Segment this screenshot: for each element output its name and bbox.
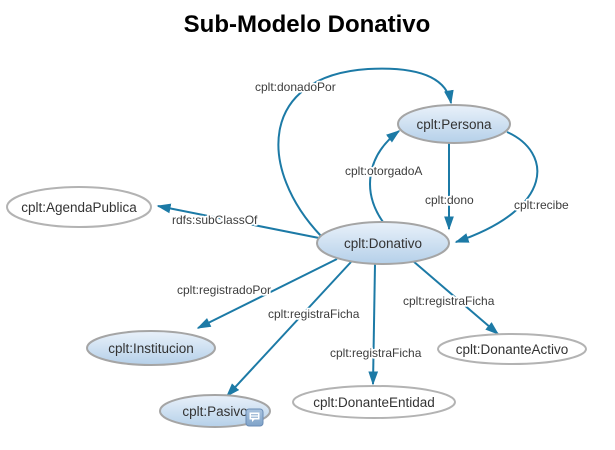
edge-label-registraFicha-activo: cplt:registraFicha [403, 294, 495, 308]
node-donante-activo[interactable]: cplt:DonanteActivo [437, 333, 587, 365]
nodes-layer: cplt:AgendaPublica cplt:Persona cplt:Don… [6, 104, 587, 428]
node-institucion[interactable]: cplt:Institucion [86, 330, 216, 366]
node-donativo-shape [316, 221, 450, 265]
node-pasivo-shape [159, 394, 271, 428]
node-pasivo[interactable]: cplt:Pasivo [159, 394, 271, 428]
edge-label-registraFicha-pasivo: cplt:registraFicha [268, 307, 360, 321]
edge-label-registradoPor: cplt:registradoPor [177, 283, 271, 297]
node-institucion-label: cplt:Institucion [108, 341, 194, 356]
node-persona-label: cplt:Persona [416, 117, 492, 132]
diagram-title: Sub-Modelo Donativo [184, 11, 431, 38]
node-persona[interactable]: cplt:Persona [397, 104, 511, 144]
node-persona-shape [397, 104, 511, 144]
edge-donadoPor [277, 67, 454, 237]
node-donante-entidad[interactable]: cplt:DonanteEntidad [292, 385, 456, 419]
edge-label-dono: cplt:dono [425, 193, 474, 207]
edge-label-subClassOf: rdfs:subClassOf [172, 213, 258, 227]
edge-label-donadoPor: cplt:donadoPor [255, 80, 336, 94]
edge-subClassOf [156, 203, 320, 239]
edge-registradoPor [196, 258, 338, 329]
node-donante-activo-label: cplt:DonanteActivo [456, 342, 569, 357]
edge-registraFicha-entidad [368, 263, 379, 386]
edges-layer [156, 67, 539, 398]
edge-labels-layer: cplt:donadoPor cplt:otorgadoA cplt:dono … [170, 78, 571, 362]
edge-registraFicha-activo [412, 260, 500, 335]
edge-label-registraFicha-entidad: cplt:registraFicha [330, 346, 422, 360]
node-donante-entidad-label: cplt:DonanteEntidad [313, 395, 435, 410]
edge-label-otorgadoA: cplt:otorgadoA [345, 164, 422, 178]
edge-otorgadoA [369, 130, 401, 223]
comment-icon[interactable] [245, 408, 264, 427]
node-donativo[interactable]: cplt:Donativo [316, 221, 450, 265]
node-pasivo-label: cplt:Pasivo [182, 404, 247, 419]
node-agenda-publica-label: cplt:AgendaPublica [21, 200, 137, 215]
node-agenda-publica-shape [6, 186, 152, 228]
edge-label-recibe: cplt:recibe [514, 198, 569, 212]
edge-recibe [454, 131, 539, 243]
node-donativo-label: cplt:Donativo [344, 236, 422, 251]
node-donante-entidad-shape [292, 385, 456, 419]
node-institucion-shape [86, 330, 216, 366]
node-donante-activo-shape [437, 333, 587, 365]
edge-registraFicha-pasivo [226, 261, 352, 398]
node-agenda-publica[interactable]: cplt:AgendaPublica [6, 186, 152, 228]
